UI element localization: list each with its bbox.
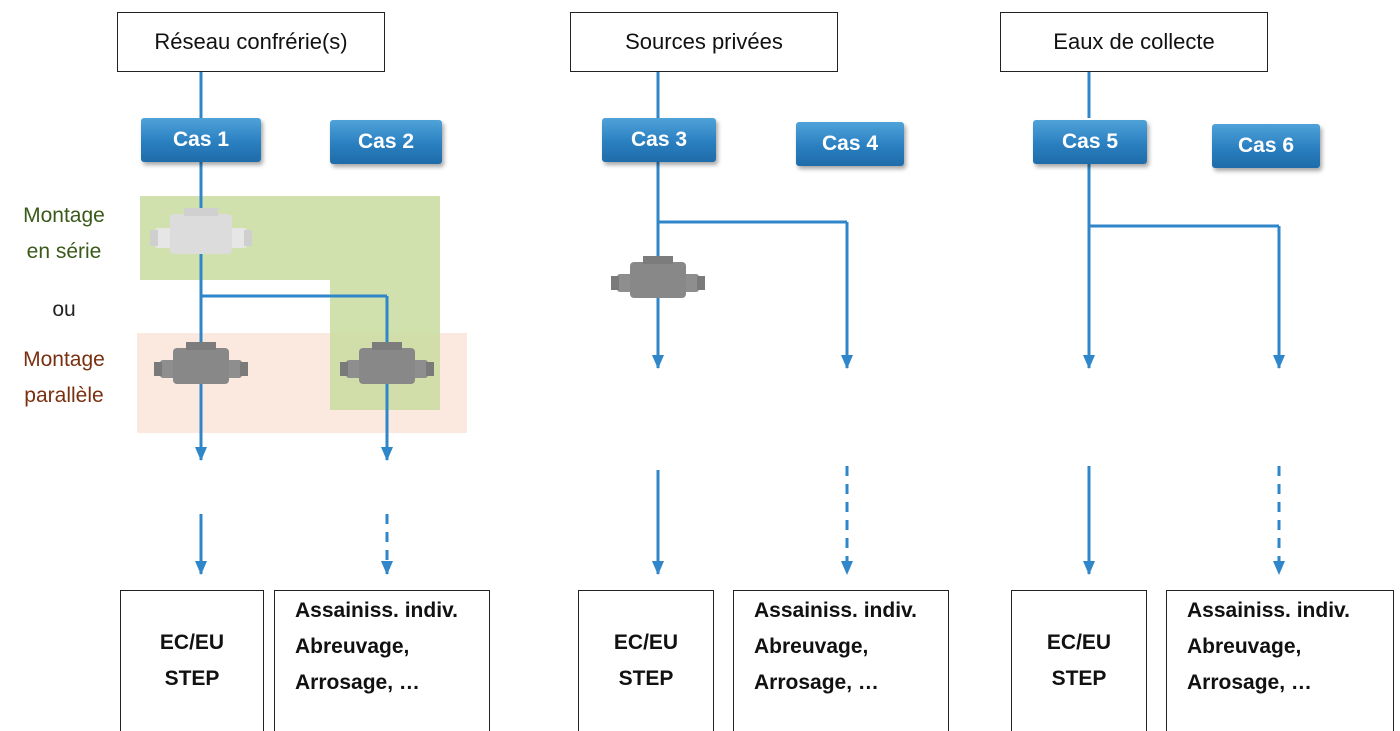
source-box-sources-privees: Sources privées bbox=[570, 12, 838, 72]
parallel-line-2: parallèle bbox=[24, 384, 104, 407]
source-box-eaux-collecte: Eaux de collecte bbox=[1000, 12, 1268, 72]
dest-line: STEP bbox=[618, 667, 674, 690]
dest-line: Arrosage, … bbox=[754, 671, 879, 694]
parallel-line-1: Montage bbox=[23, 348, 105, 371]
case-3-badge: Cas 3 bbox=[602, 118, 716, 162]
dest-line: Arrosage, … bbox=[1187, 671, 1312, 694]
source-label: Réseau confrérie(s) bbox=[154, 29, 348, 54]
dest-line: Abreuvage, bbox=[754, 635, 869, 658]
case-4-badge: Cas 4 bbox=[796, 122, 904, 166]
dest-line: Assainiss. indiv. bbox=[295, 599, 459, 622]
water-meter-icon-parallel-1 bbox=[154, 342, 248, 384]
source-label: Sources privées bbox=[625, 29, 783, 54]
destination-sewer-2: EC/EU STEP bbox=[578, 590, 714, 731]
dest-line: STEP bbox=[1051, 667, 1107, 690]
case-1-badge: Cas 1 bbox=[141, 118, 261, 162]
serie-mounting-label: Montage en série bbox=[0, 198, 128, 270]
or-label: ou bbox=[52, 298, 76, 321]
serie-line-2: en série bbox=[26, 240, 102, 263]
dest-line: EC/EU bbox=[613, 631, 679, 654]
parallel-mounting-label: Montage parallèle bbox=[0, 342, 128, 414]
case-2-badge: Cas 2 bbox=[330, 120, 442, 164]
water-meter-icon-case3 bbox=[611, 256, 705, 298]
case-6-badge: Cas 6 bbox=[1212, 124, 1320, 168]
dest-line: Assainiss. indiv. bbox=[1187, 599, 1351, 622]
dest-line: Abreuvage, bbox=[295, 635, 410, 658]
source-label: Eaux de collecte bbox=[1053, 29, 1215, 54]
dest-line: Abreuvage, bbox=[1187, 635, 1302, 658]
destination-indiv-2: Assainiss. indiv. Abreuvage, Arrosage, … bbox=[733, 590, 949, 731]
source-box-reseau: Réseau confrérie(s) bbox=[117, 12, 385, 72]
dest-line: EC/EU bbox=[159, 631, 225, 654]
water-meter-icon-serie bbox=[150, 208, 252, 254]
destination-sewer-3: EC/EU STEP bbox=[1011, 590, 1147, 731]
serie-line-1: Montage bbox=[23, 204, 105, 227]
destination-indiv-1: Assainiss. indiv. Abreuvage, Arrosage, … bbox=[274, 590, 490, 731]
dest-line: Arrosage, … bbox=[295, 671, 420, 694]
destination-sewer-1: EC/EU STEP bbox=[120, 590, 264, 731]
case-5-badge: Cas 5 bbox=[1033, 120, 1147, 164]
water-meter-icon-parallel-2 bbox=[340, 342, 434, 384]
destination-indiv-3: Assainiss. indiv. Abreuvage, Arrosage, … bbox=[1166, 590, 1394, 731]
dest-line: EC/EU bbox=[1046, 631, 1112, 654]
dest-line: Assainiss. indiv. bbox=[754, 599, 918, 622]
dest-line: STEP bbox=[164, 667, 220, 690]
